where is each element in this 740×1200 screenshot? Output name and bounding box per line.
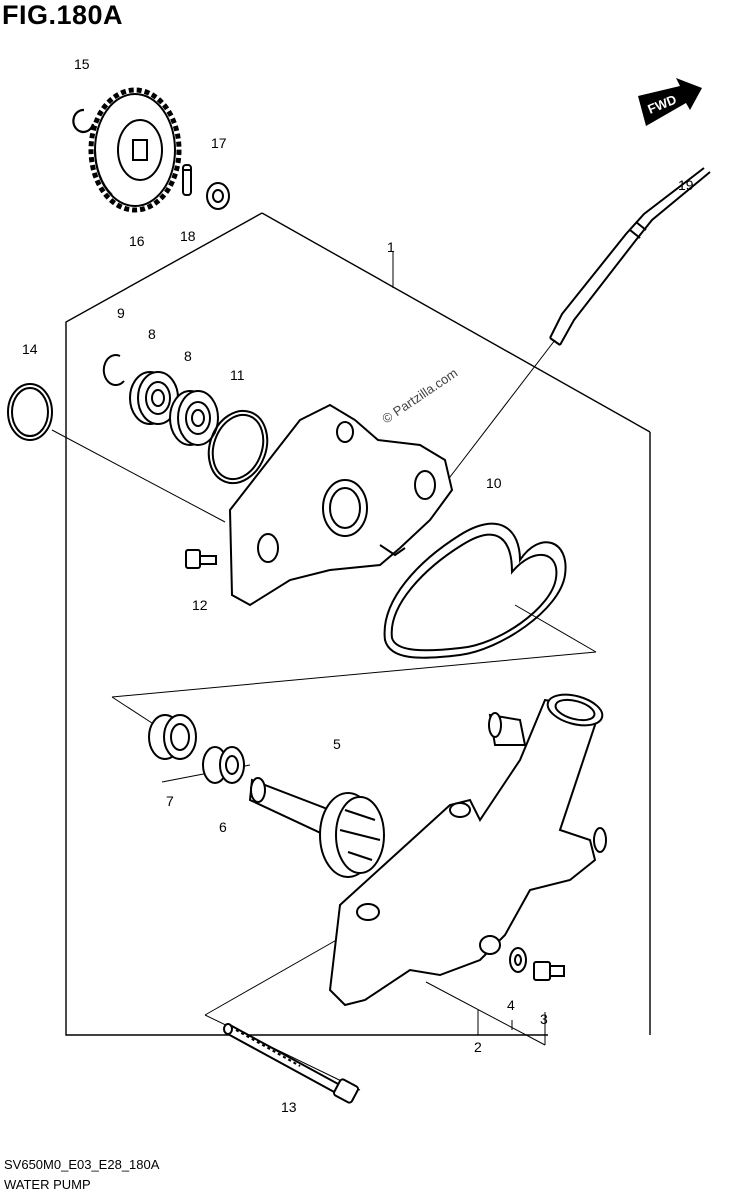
callout-8a: 8 (148, 326, 156, 342)
callout-1: 1 (387, 239, 395, 255)
callout-6: 6 (219, 819, 227, 835)
part-2-pump-case (328, 693, 607, 1007)
part-15-circlip (72, 108, 95, 134)
part-12-bolt (185, 549, 217, 569)
part-13-long-bolt (223, 1023, 359, 1104)
fwd-arrow-icon: FWD (638, 78, 702, 126)
callout-15: 15 (74, 56, 90, 72)
callout-4: 4 (507, 997, 515, 1013)
callout-labels: 1 2 3 4 5 6 7 8 8 9 10 11 12 13 14 15 16… (22, 56, 694, 1115)
assembly-box (65, 212, 651, 1036)
callout-14: 14 (22, 341, 38, 357)
callout-3: 3 (540, 1011, 548, 1027)
part-7-oil-seal (148, 714, 197, 760)
diagram-caption: WATER PUMP (4, 1177, 91, 1192)
part-11-o-ring (207, 409, 269, 485)
part-6-mechanical-seal (202, 746, 245, 784)
callout-13: 13 (281, 1099, 297, 1115)
callout-16: 16 (129, 233, 145, 249)
callout-7: 7 (166, 793, 174, 809)
part-14-o-ring (7, 383, 53, 441)
figure-title: FIG.180A (2, 0, 124, 30)
pump-cover-plate (228, 403, 454, 607)
callout-10: 10 (486, 475, 502, 491)
diagram-code: SV650M0_E03_E28_180A (4, 1157, 160, 1172)
callout-11: 11 (230, 367, 245, 383)
callout-2: 2 (474, 1039, 482, 1055)
callout-17: 17 (211, 135, 227, 151)
callout-5: 5 (333, 736, 341, 752)
part-17-washer (206, 182, 230, 210)
callout-18: 18 (180, 228, 196, 244)
part-3-bolt (533, 961, 565, 981)
callout-9: 9 (117, 305, 125, 321)
callout-12: 12 (192, 597, 208, 613)
part-16-drive-gear (88, 87, 182, 213)
part-5-impeller (248, 777, 385, 878)
part-19-hose (549, 167, 711, 346)
part-10-gasket (383, 522, 567, 659)
watermark-text: © Partzilla.com (379, 365, 460, 426)
part-18-pin (182, 164, 192, 196)
part-9-circlip (102, 354, 125, 386)
part-4-washer (509, 947, 527, 973)
part-8-bearing-b (169, 390, 219, 446)
callout-19: 19 (678, 177, 694, 193)
callout-8b: 8 (184, 348, 192, 364)
